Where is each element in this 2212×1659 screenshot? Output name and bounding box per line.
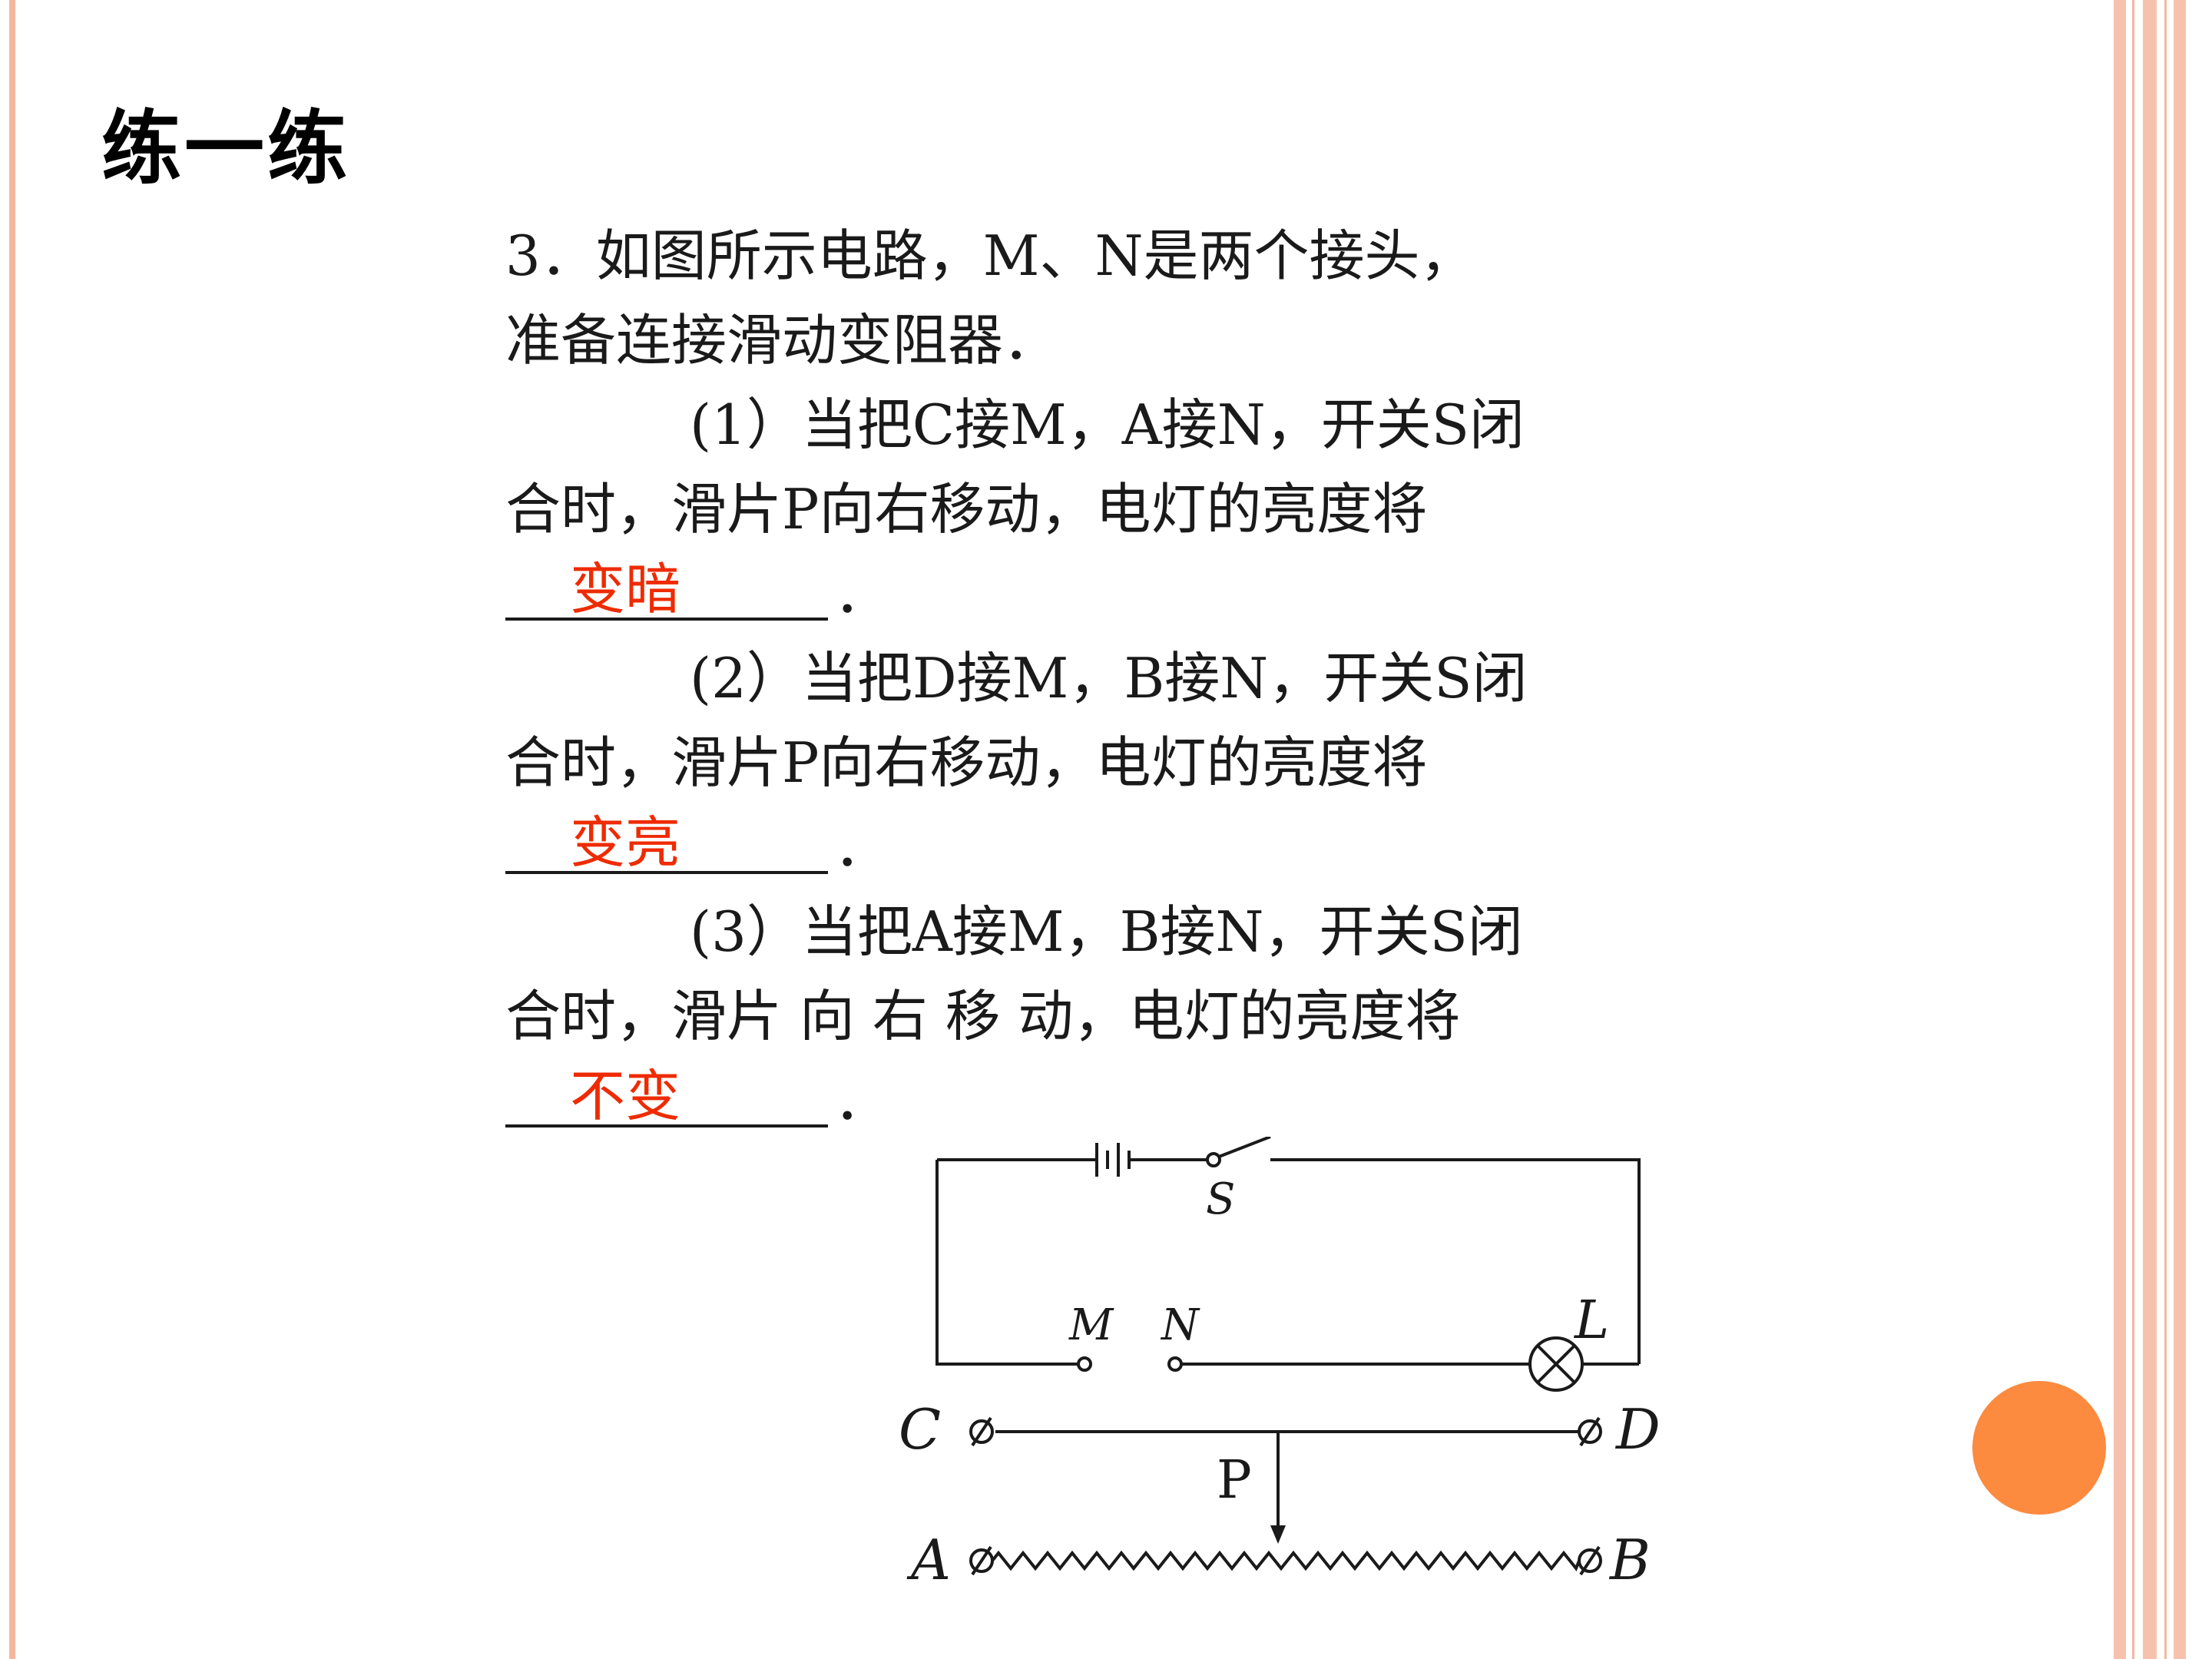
sentence-end-mark: ．: [834, 561, 890, 626]
answer-underline: [505, 618, 828, 621]
sentence-end-mark: ．: [834, 815, 890, 879]
slide-title: 练一练: [101, 101, 351, 195]
switch-pivot: [1206, 1152, 1221, 1167]
frame-right-stripe: [2114, 0, 2126, 1659]
switch-blade: [1218, 1135, 1271, 1158]
part3-answer: 不变: [570, 1064, 681, 1128]
label-M: M: [1068, 1300, 1114, 1350]
resistor-coil: [991, 1550, 1581, 1571]
part1-blank: 变暗 ．: [505, 551, 1719, 636]
frame-right-stripe: [2174, 0, 2186, 1659]
answer-underline: [505, 871, 828, 874]
lamp-cross: [1536, 1344, 1576, 1384]
problem-text: 3．如图所示电路，M、N是两个接头， 准备连接滑动变阻器． (1）当把C接M，A…: [505, 214, 1719, 1143]
problem-intro-line1: 3．如图所示电路，M、N是两个接头，: [505, 224, 1475, 288]
label-D: D: [1614, 1397, 1661, 1462]
part1-line1: (1）当把C接M，A接N，开关S闭: [690, 392, 1525, 457]
circuit-diagram: S M N L C D P A B: [891, 1135, 1690, 1616]
slider-arrowhead: [1270, 1525, 1286, 1544]
problem-intro-line2: 准备连接滑动变阻器．: [505, 308, 1059, 373]
part2-blank: 变亮 ．: [505, 805, 1719, 889]
answer-underline: [505, 1124, 828, 1128]
frame-left-border: [9, 0, 15, 1659]
part1-answer: 变暗: [570, 557, 681, 621]
terminal-B-slash: [1579, 1545, 1601, 1576]
terminal-A-slash: [971, 1545, 992, 1576]
part2-line2: 合时，滑片P向右移动，电灯的亮度将: [505, 730, 1428, 795]
terminal-M: [1077, 1356, 1092, 1372]
part2-answer: 变亮: [570, 810, 681, 875]
label-L: L: [1573, 1290, 1609, 1351]
part3-line1: (3）当把A接M，B接N，开关S闭: [690, 899, 1523, 964]
wire-left: [935, 1160, 1078, 1366]
part2-line1: (2）当把D接M，B接N，开关S闭: [690, 646, 1528, 710]
frame-right-stripe: [2143, 0, 2157, 1659]
sentence-end-mark: ．: [834, 1068, 890, 1133]
decorative-orange-dot: [1972, 1381, 2106, 1515]
part3-line2: 合时，滑片 向 右 移 动，电灯的亮度将: [505, 984, 1461, 1048]
label-P: P: [1217, 1450, 1252, 1511]
frame-right-line: [2132, 0, 2134, 1659]
label-B: B: [1608, 1528, 1651, 1592]
part1-line2: 合时，滑片P向右移动，电灯的亮度将: [505, 477, 1428, 541]
label-C: C: [899, 1397, 941, 1462]
frame-right-line: [2164, 0, 2167, 1659]
terminal-N: [1167, 1356, 1183, 1372]
wire-top-right: [1270, 1158, 1641, 1364]
label-S: S: [1206, 1174, 1235, 1224]
label-N: N: [1160, 1300, 1200, 1350]
part3-blank: 不变 ．: [505, 1058, 1719, 1143]
terminal-D-slash: [1579, 1416, 1601, 1447]
label-A: A: [906, 1528, 951, 1592]
terminal-C-slash: [971, 1416, 992, 1447]
circuit-svg: S M N L C D P A B: [899, 1135, 1661, 1592]
